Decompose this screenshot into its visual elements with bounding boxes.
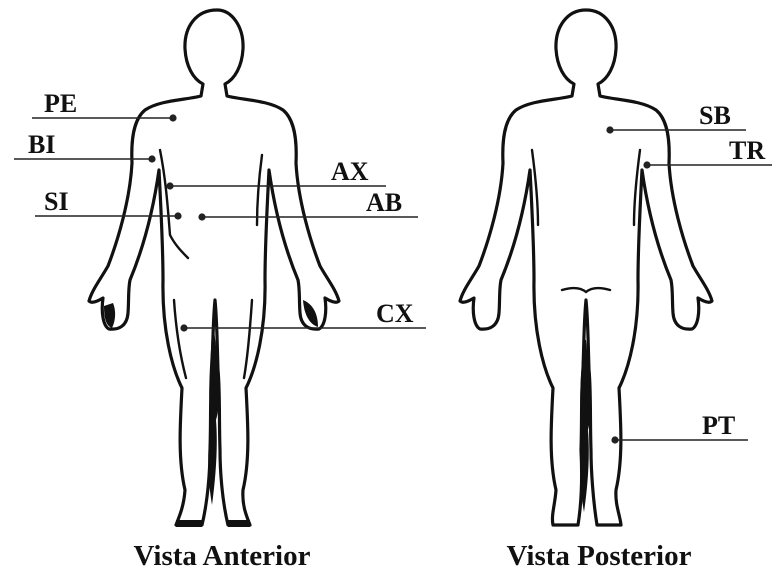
label-cx: CX bbox=[376, 299, 414, 328]
marker-ab bbox=[198, 213, 205, 220]
marker-si bbox=[174, 212, 181, 219]
marker-pe bbox=[169, 114, 176, 121]
caption-posterior: Vista Posterior bbox=[507, 540, 692, 571]
label-si: SI bbox=[44, 187, 69, 216]
label-sb: SB bbox=[699, 101, 731, 130]
label-tr: TR bbox=[729, 136, 765, 165]
marker-cx bbox=[180, 324, 187, 331]
label-pe: PE bbox=[44, 89, 77, 118]
label-bi: BI bbox=[28, 130, 55, 159]
posterior-figure bbox=[460, 10, 712, 525]
label-ab: AB bbox=[366, 188, 402, 217]
label-pt: PT bbox=[702, 411, 735, 440]
marker-ax bbox=[166, 182, 173, 189]
label-ax: AX bbox=[331, 157, 369, 186]
anterior-left-foot-shadow bbox=[176, 520, 202, 527]
marker-pt bbox=[611, 436, 618, 443]
marker-sb bbox=[606, 126, 613, 133]
caption-anterior: Vista Anterior bbox=[134, 540, 311, 571]
anterior-figure bbox=[89, 10, 339, 527]
marker-bi bbox=[148, 155, 155, 162]
anterior-right-foot-shadow bbox=[228, 520, 250, 527]
marker-tr bbox=[643, 161, 650, 168]
